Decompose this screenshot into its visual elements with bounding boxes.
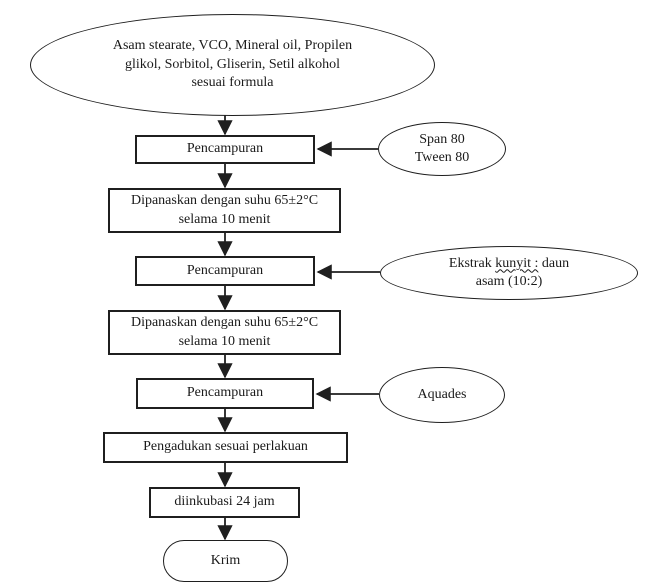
pencampuran-1-label: Pencampuran: [186, 141, 264, 157]
ekstrak-suffix: daun: [538, 255, 570, 271]
ingredients-line-2: glikol, Sorbitol, Gliserin, Setil alkoho…: [124, 56, 341, 72]
node-krim-terminator: Krim: [163, 540, 288, 582]
krim-label: Krim: [210, 552, 241, 568]
node-aquades-ellipse: Aquades: [379, 367, 505, 423]
node-diinkubasi: diinkubasi 24 jam: [149, 487, 300, 518]
node-pencampuran-1: Pencampuran: [135, 135, 315, 164]
dipanaskan-2-line-1: Dipanaskan dengan suhu 65±2°C: [130, 315, 319, 331]
diinkubasi-label: diinkubasi 24 jam: [174, 494, 275, 510]
ekstrak-line-1: Ekstrak kunyit : daun: [449, 255, 569, 273]
ekstrak-line-2: asam (10:2): [475, 274, 543, 289]
ekstrak-wavy-word: kunyit :: [495, 255, 539, 271]
node-dipanaskan-2: Dipanaskan dengan suhu 65±2°C selama 10 …: [108, 310, 341, 355]
node-pengadukan: Pengadukan sesuai perlakuan: [103, 432, 348, 463]
node-pencampuran-2: Pencampuran: [135, 256, 315, 286]
dipanaskan-1-line-1: Dipanaskan dengan suhu 65±2°C: [130, 193, 319, 209]
tween80-line: Tween 80: [414, 150, 470, 165]
node-ingredients-ellipse: Asam stearate, VCO, Mineral oil, Propile…: [30, 14, 435, 116]
dipanaskan-1-line-2: selama 10 menit: [178, 211, 271, 227]
dipanaskan-2-line-2: selama 10 menit: [178, 333, 271, 349]
aquades-label: Aquades: [417, 386, 467, 402]
pencampuran-2-label: Pencampuran: [186, 262, 264, 278]
ingredients-line-1: Asam stearate, VCO, Mineral oil, Propile…: [112, 38, 353, 54]
pencampuran-3-label: Pencampuran: [186, 385, 264, 401]
node-pencampuran-3: Pencampuran: [136, 378, 314, 409]
ekstrak-prefix: Ekstrak: [448, 255, 496, 271]
node-ekstrak-ellipse: Ekstrak kunyit : daun asam (10:2): [380, 246, 638, 300]
ingredients-line-3: sesuai formula: [191, 75, 274, 91]
node-span-tween-ellipse: Span 80 Tween 80: [378, 122, 506, 176]
span80-line: Span 80: [419, 131, 465, 147]
node-dipanaskan-1: Dipanaskan dengan suhu 65±2°C selama 10 …: [108, 188, 341, 233]
pengadukan-label: Pengadukan sesuai perlakuan: [143, 439, 308, 455]
